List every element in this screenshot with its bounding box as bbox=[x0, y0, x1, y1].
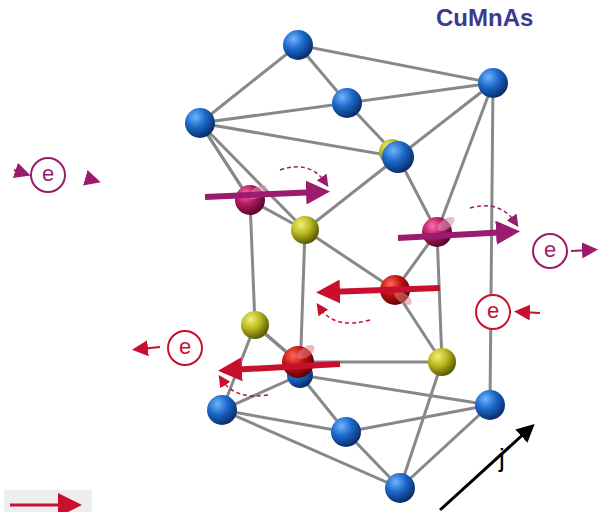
electron-label: e bbox=[544, 239, 556, 261]
title: CuMnAs bbox=[436, 4, 533, 32]
electron-label: e bbox=[42, 163, 54, 185]
electron-label: e bbox=[179, 336, 191, 358]
electron-label: e bbox=[487, 300, 499, 322]
electron-circle: e bbox=[532, 233, 568, 269]
electron-circle: e bbox=[30, 157, 66, 193]
electron-circle: e bbox=[475, 294, 511, 330]
electron-circle: e bbox=[167, 330, 203, 366]
current-label: j bbox=[499, 443, 505, 474]
